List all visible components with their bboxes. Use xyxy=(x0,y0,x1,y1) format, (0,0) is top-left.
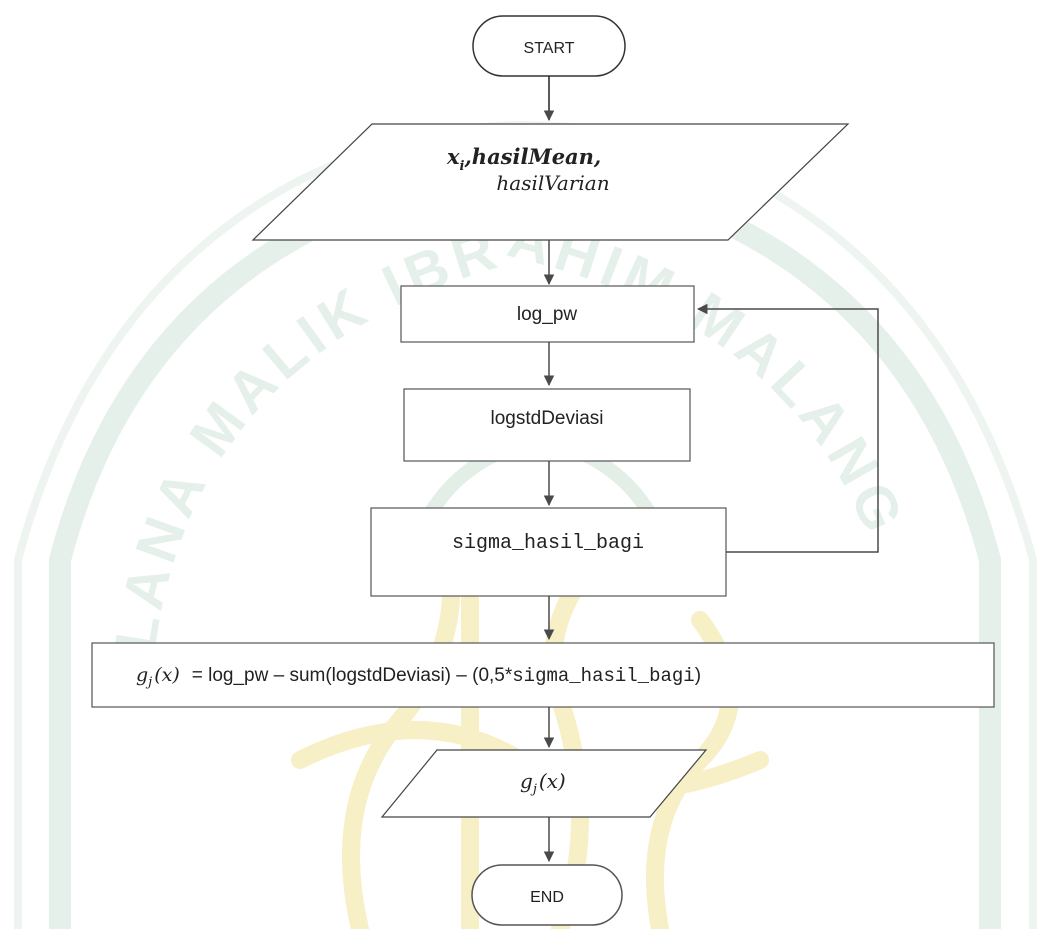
log-pw-label: log_pw xyxy=(517,304,577,325)
input-parallelogram: xi,hasilMean, hasilVarian xyxy=(251,123,850,241)
loop-back-arrow xyxy=(696,303,879,553)
process-sigma-hasil-bagi: sigma_hasil_bagi xyxy=(370,507,727,597)
input-line2: hasilVarian xyxy=(496,171,609,195)
process-logstddeviasi: logstdDeviasi xyxy=(403,388,691,462)
end-terminator: END xyxy=(471,864,623,926)
process-log-pw: log_pw xyxy=(400,285,695,343)
start-terminator: START xyxy=(472,15,626,77)
process-formula: gj(x)= log_pw – sum(logstdDeviasi) – (0,… xyxy=(91,642,995,708)
logstddeviasi-label: logstdDeviasi xyxy=(491,408,604,429)
end-label: END xyxy=(530,889,564,906)
output-parallelogram: gj(x) xyxy=(380,749,708,818)
sigma-hasil-bagi-label: sigma_hasil_bagi xyxy=(452,532,644,555)
input-line1: xi,hasilMean, xyxy=(446,144,601,174)
formula-text: gj(x)= log_pw – sum(logstdDeviasi) – (0,… xyxy=(136,664,701,690)
start-label: START xyxy=(524,40,575,57)
output-text: gj(x) xyxy=(520,769,566,797)
